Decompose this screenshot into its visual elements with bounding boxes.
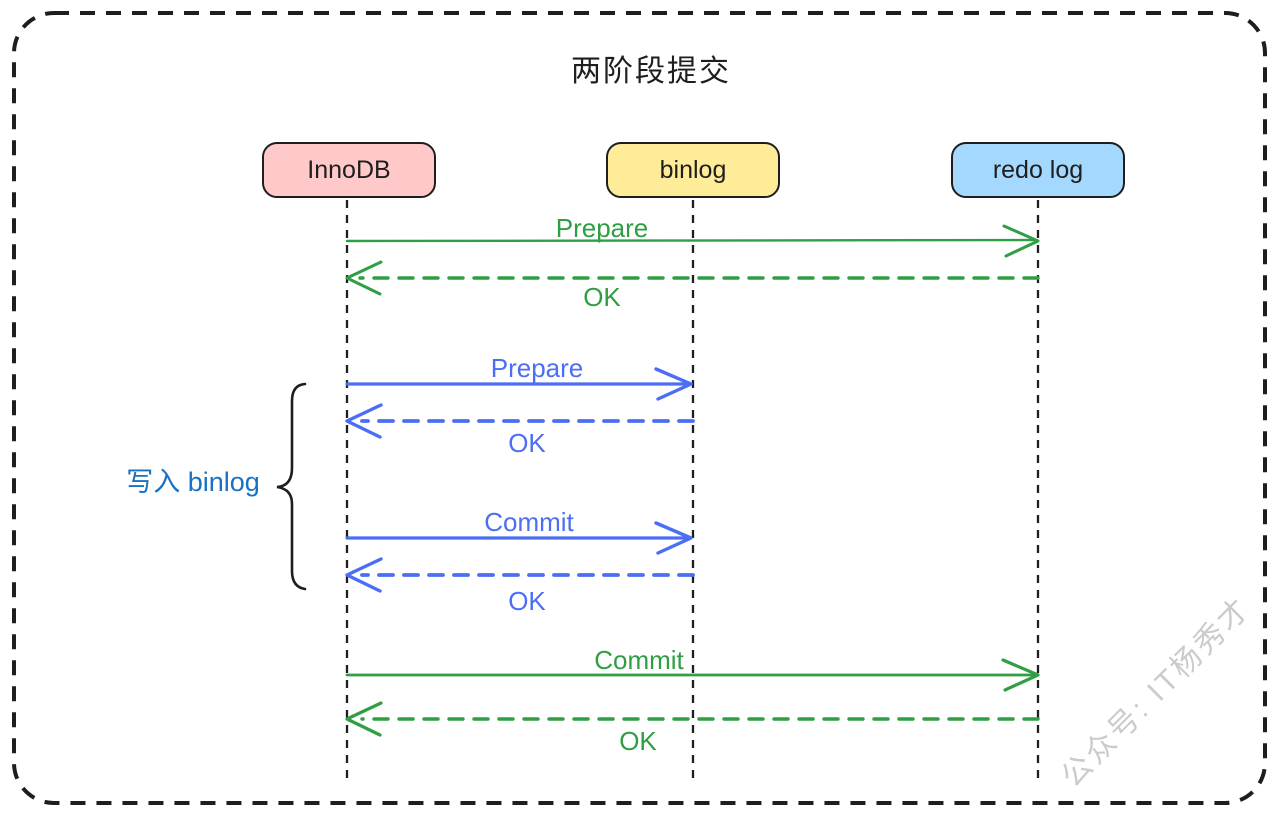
outer-dashed-border <box>12 11 1267 805</box>
arrowhead-left-icon <box>345 701 383 737</box>
arrow-prepare-redolog <box>345 238 1036 243</box>
arrowhead-left-icon <box>345 557 383 593</box>
arrowhead-left-icon <box>345 260 383 296</box>
arrowhead-right-icon <box>1001 658 1040 692</box>
participant-redolog: redo log <box>951 142 1125 198</box>
arrowhead-left-icon <box>345 403 383 439</box>
arrowhead-right-icon <box>654 521 693 555</box>
arrowhead-right-icon <box>654 367 693 401</box>
annotation-write-binlog: 写入 binlog <box>126 467 260 497</box>
message-label-ok-redolog: OK <box>583 282 621 312</box>
participant-binlog-label: binlog <box>659 155 727 184</box>
message-label-commit-binlog: Commit <box>484 507 574 537</box>
message-label-ok-binlog-2: OK <box>508 586 546 616</box>
arrowhead-right-icon <box>1002 224 1040 258</box>
participant-innodb: InnoDB <box>262 142 436 198</box>
message-label-prepare-redolog: Prepare <box>555 213 649 243</box>
participant-binlog: binlog <box>606 142 780 198</box>
participant-redolog-label: redo log <box>992 155 1084 184</box>
diagram-title: 两阶段提交 <box>571 55 731 88</box>
message-label-ok-binlog-1: OK <box>508 428 546 458</box>
participant-innodb-label: InnoDB <box>307 155 391 184</box>
message-label-ok-redolog-2: OK <box>619 726 657 756</box>
curly-brace <box>276 382 307 591</box>
message-label-prepare-binlog: Prepare <box>490 353 584 383</box>
message-label-commit-redolog: Commit <box>594 645 684 675</box>
